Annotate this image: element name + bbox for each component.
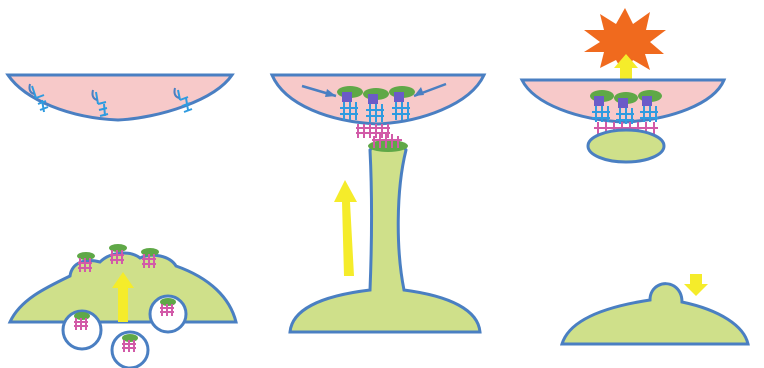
effector-cell [562,284,748,344]
effector-cell [290,141,480,332]
panel-3 [522,8,748,344]
down-arrow-icon [684,274,708,296]
target-cell-membrane [8,75,232,120]
up-arrow-icon [334,180,357,276]
panel-1 [8,75,236,368]
vesicle [63,311,101,349]
panel-2 [272,75,484,332]
vesicle [112,332,148,368]
vesicle [150,296,186,332]
detached-fragment [588,130,664,162]
